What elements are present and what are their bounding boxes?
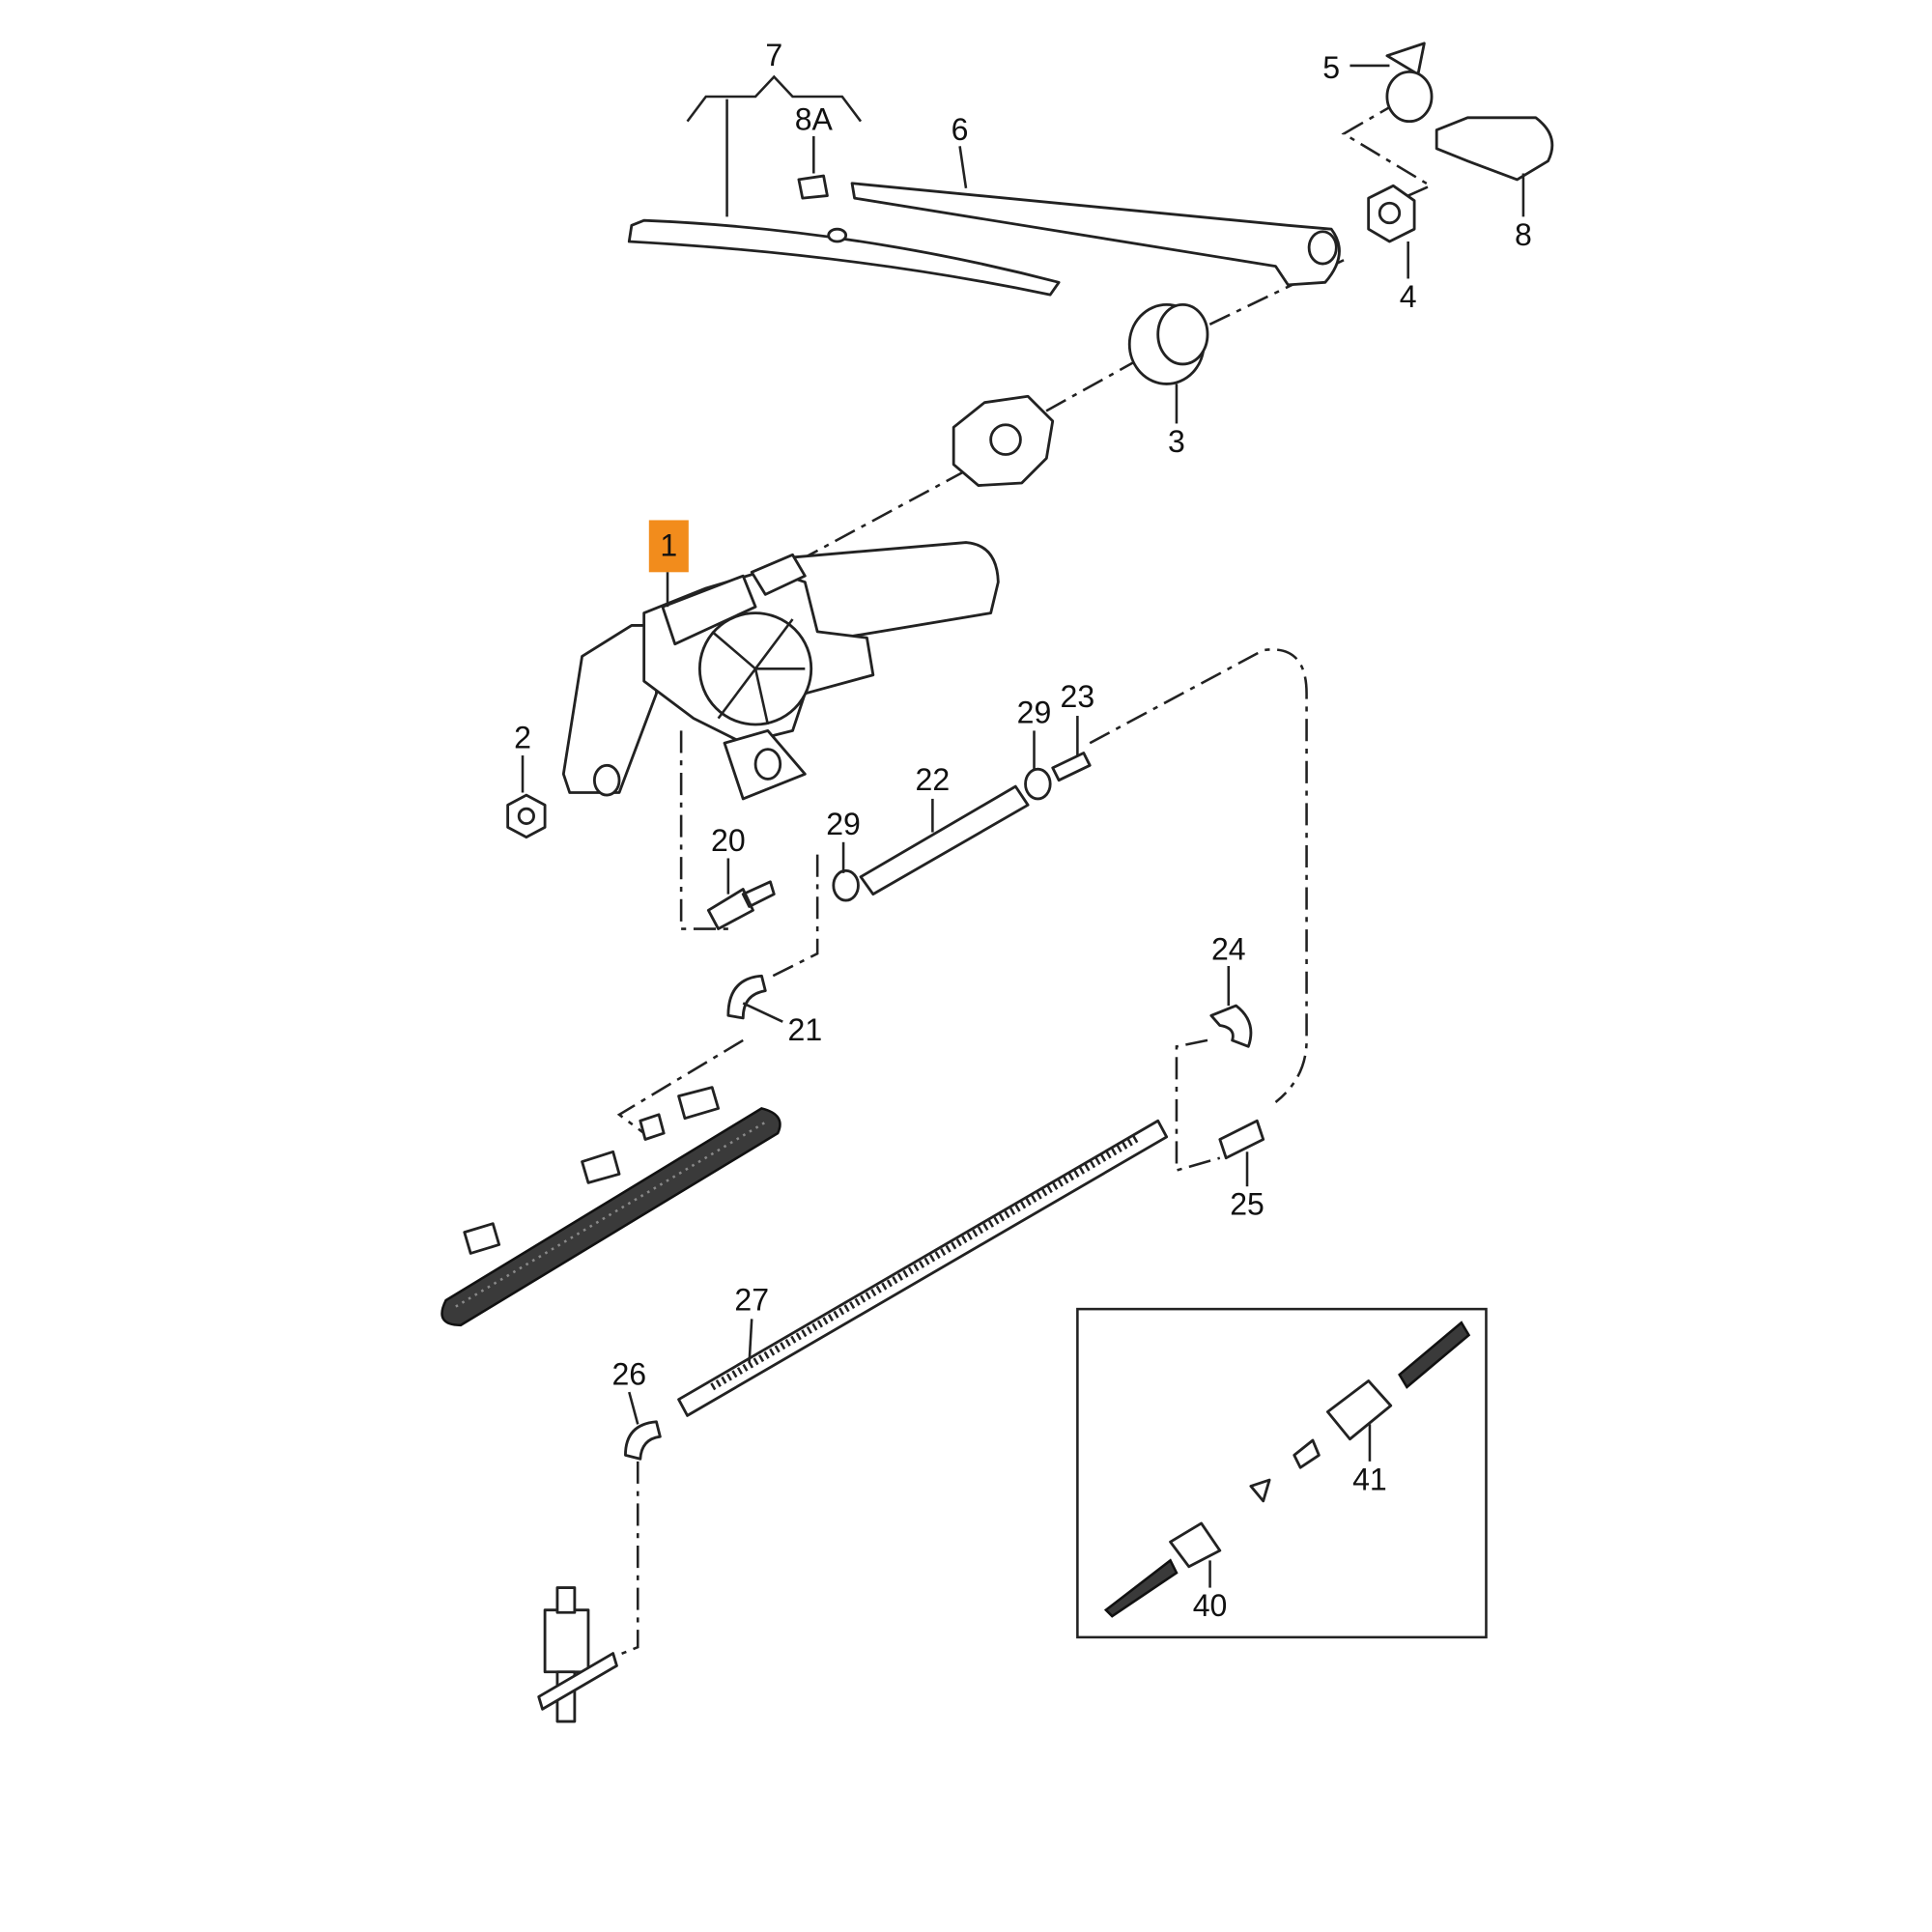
label-41: 41 xyxy=(1352,1462,1387,1496)
label-29: 29 xyxy=(1017,696,1052,730)
label-24: 24 xyxy=(1211,932,1246,967)
part-24-elbow xyxy=(1209,1004,1253,1048)
label-22: 22 xyxy=(916,762,951,797)
blade-clip-hole xyxy=(827,227,848,243)
label-8a: 8A xyxy=(795,102,834,137)
part-26-elbow xyxy=(624,1420,662,1461)
label-26: 26 xyxy=(611,1356,646,1391)
part-23-connector xyxy=(1051,752,1092,782)
wiper-arm xyxy=(850,182,1341,287)
part-25-connector xyxy=(1218,1119,1265,1160)
wiper-motor xyxy=(561,541,1000,801)
part-8-cover xyxy=(1435,116,1554,182)
label-6: 6 xyxy=(952,112,969,147)
label-29: 29 xyxy=(826,807,861,841)
part-29-clamp xyxy=(1024,767,1052,801)
part-41-connector xyxy=(1325,1379,1393,1441)
label-23: 23 xyxy=(1061,679,1095,714)
highlight-box-part-1 xyxy=(648,520,689,573)
label-20: 20 xyxy=(711,823,746,858)
part-labels: 7 8A 6 5 8 4 3 1 2 29 23 22 20 29 21 24 … xyxy=(514,38,1532,1623)
part-21-elbow xyxy=(726,974,767,1020)
part-29-clamp xyxy=(832,868,860,902)
label-4: 4 xyxy=(1400,279,1417,314)
label-21: 21 xyxy=(788,1012,823,1047)
label-25: 25 xyxy=(1230,1187,1264,1222)
part-8a-clip xyxy=(797,174,829,200)
part-22-hose xyxy=(859,784,1030,896)
part-20-connector xyxy=(706,880,776,930)
part-5-cap xyxy=(1385,42,1426,76)
third-brake-light xyxy=(440,1086,781,1327)
washer-pump xyxy=(537,1586,618,1723)
inset-detail-box xyxy=(1076,1307,1488,1639)
label-3: 3 xyxy=(1168,424,1185,459)
part-40-connector xyxy=(1169,1521,1222,1569)
bracket-7 xyxy=(686,74,863,217)
part-5-nut xyxy=(1385,70,1434,124)
label-7: 7 xyxy=(765,38,782,72)
label-40: 40 xyxy=(1193,1588,1228,1623)
label-5: 5 xyxy=(1322,50,1340,85)
assembly-lines xyxy=(606,100,1434,1662)
label-2: 2 xyxy=(514,720,531,754)
label-27: 27 xyxy=(734,1282,769,1317)
label-1: 1 xyxy=(660,528,677,563)
wiper-blade xyxy=(627,218,1061,297)
label-8: 8 xyxy=(1515,217,1532,252)
